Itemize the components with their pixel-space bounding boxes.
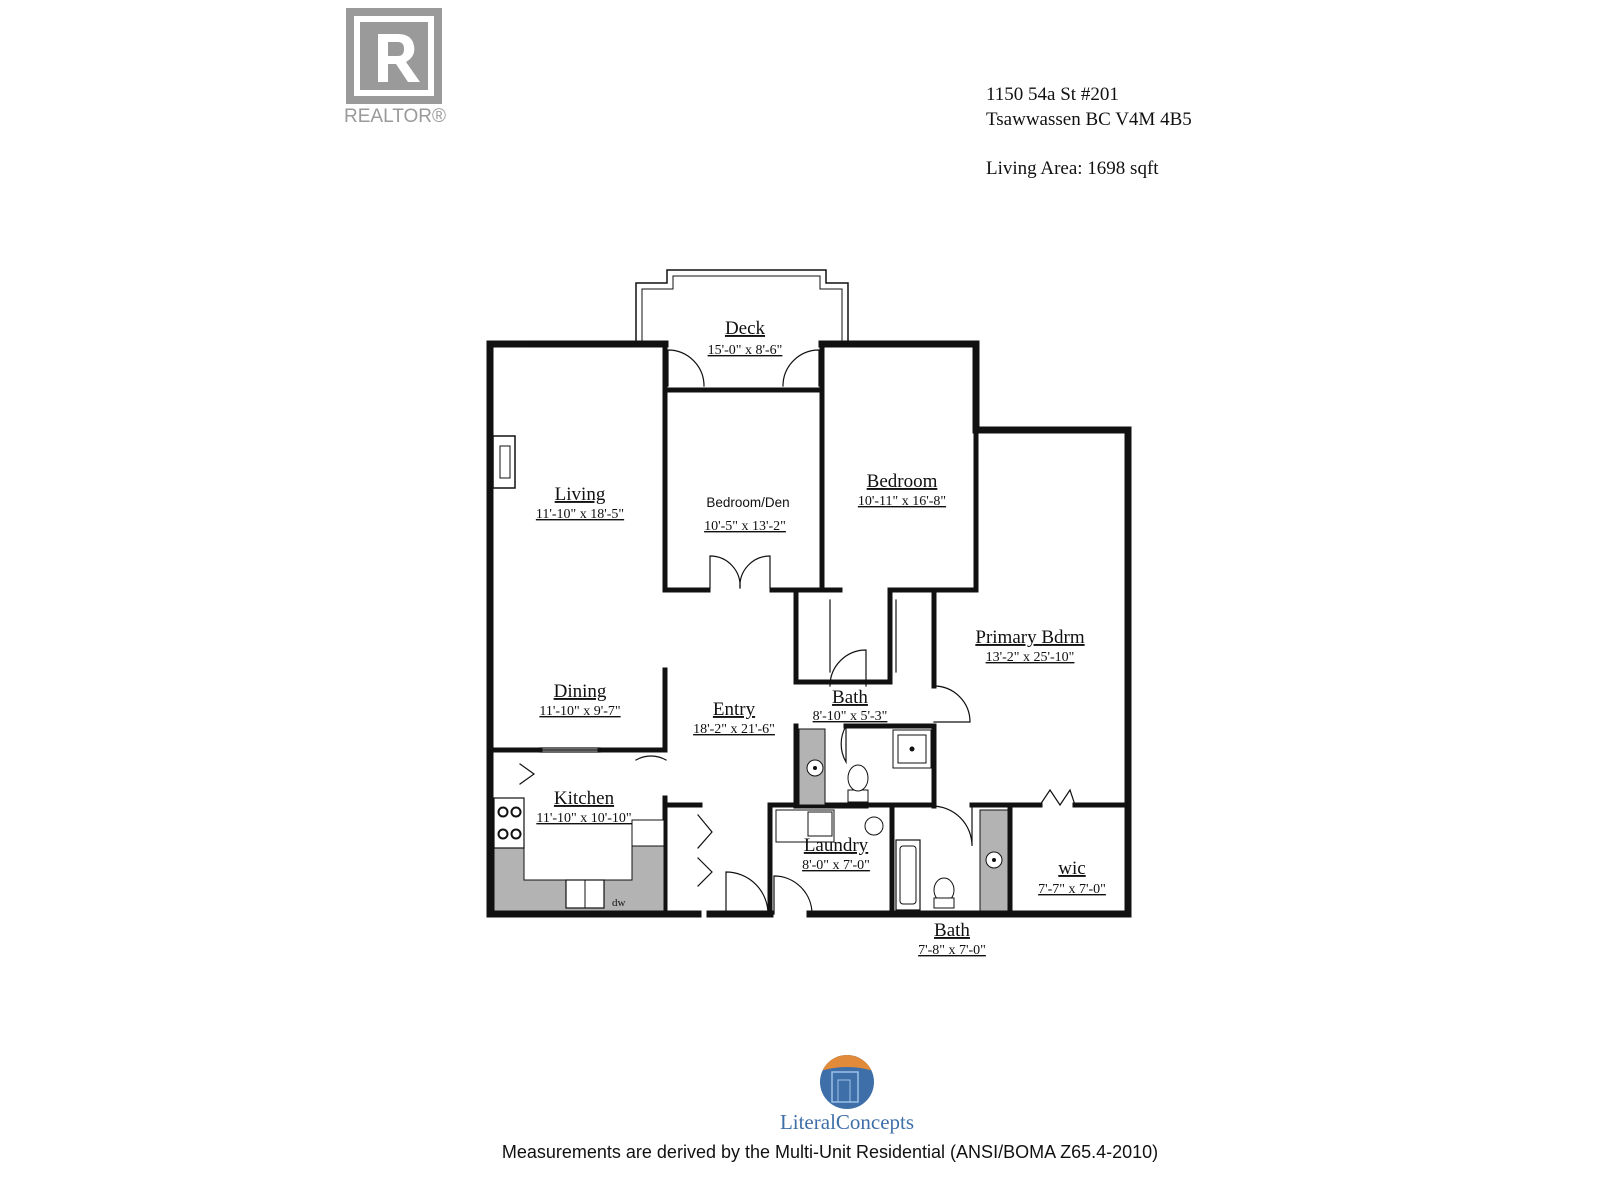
address-block: 1150 54a St #201 Tsawwassen BC V4M 4B5 L…	[986, 82, 1192, 181]
dishwasher-label: dw	[612, 897, 626, 909]
bath1-dims: 8'-10" x 5'-3"	[813, 709, 888, 724]
living-dims: 11'-10" x 18'-5"	[536, 507, 624, 522]
address-city: Tsawwassen BC V4M 4B5	[986, 109, 1192, 130]
address-street: 1150 54a St #201	[986, 84, 1119, 105]
windows	[535, 341, 1101, 753]
exterior-walls	[486, 340, 1132, 918]
deck-railing	[635, 269, 849, 345]
interior-walls	[487, 341, 1131, 917]
kitchen-label: Kitchen	[554, 788, 615, 809]
primary-bedroom-label: Primary Bdrm	[975, 627, 1084, 648]
kitchen-dims: 11'-10" x 10'-10"	[536, 811, 631, 826]
den-dims: 10'-5" x 13'-2"	[704, 519, 786, 534]
deck-dims: 15'-0" x 8'-6"	[708, 343, 783, 358]
entry-dims: 18'-2" x 21'-6"	[693, 722, 775, 737]
bath1-label: Bath	[832, 687, 868, 708]
bath2-label: Bath	[934, 920, 970, 941]
living-area: Living Area: 1698 sqft	[986, 158, 1159, 179]
wic-label: wic	[1058, 858, 1085, 879]
bedroom-dims: 10'-11" x 16'-8"	[858, 494, 946, 509]
stove-icon	[493, 797, 525, 849]
literal-concepts-wordmark: LiteralConcepts	[779, 1110, 915, 1134]
laundry-label: Laundry	[804, 835, 869, 856]
measurement-disclaimer: Measurements are derived by the Multi-Un…	[501, 1142, 1159, 1162]
water-heater-icon	[864, 816, 884, 836]
bath2-dims: 7'-8" x 7'-0"	[918, 943, 986, 958]
literal-concepts-emblem-icon	[820, 1055, 874, 1109]
den-label: Bedroom/Den	[706, 495, 789, 510]
kitchen-counters: dw	[493, 797, 665, 912]
wic-dims: 7'-7" x 7'-0"	[1038, 882, 1106, 897]
deck-label: Deck	[725, 318, 766, 339]
realtor-wordmark: REALTOR®	[344, 106, 446, 126]
fireplace	[492, 435, 516, 489]
bath2-fixtures	[895, 809, 1009, 912]
bedroom-label: Bedroom	[867, 471, 938, 492]
door-swings	[519, 349, 1076, 915]
primary-bedroom-dims: 13'-2" x 25'-10"	[986, 650, 1075, 665]
realtor-logo: REALTOR®	[344, 6, 464, 127]
laundry-fixtures	[775, 809, 884, 843]
laundry-dims: 8'-0" x 7'-0"	[802, 858, 870, 873]
bath1-toilet-icon	[847, 764, 869, 792]
dining-dims: 11'-10" x 9'-7"	[539, 704, 620, 719]
living-label: Living	[555, 484, 606, 505]
literal-concepts-logo: LiteralConcepts	[752, 1054, 942, 1134]
bath1-fixtures	[798, 728, 932, 806]
entry-label: Entry	[713, 699, 756, 720]
dining-label: Dining	[554, 681, 607, 702]
